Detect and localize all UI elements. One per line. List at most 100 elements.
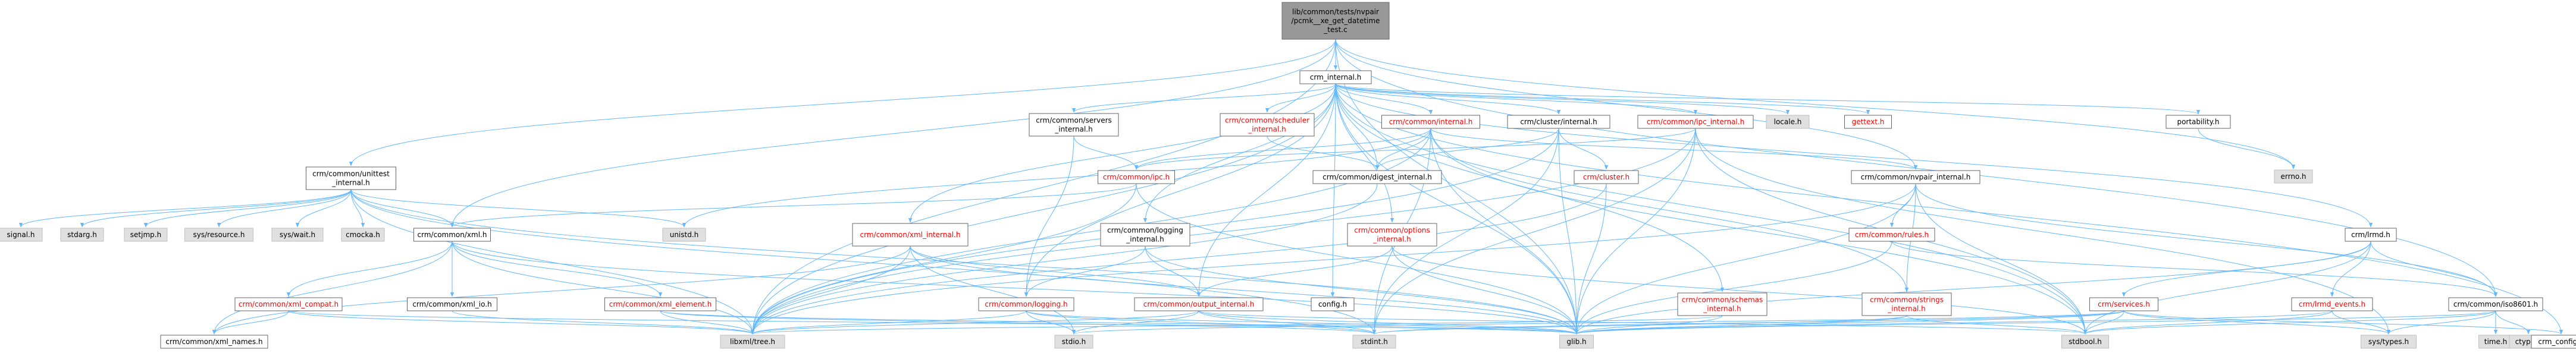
- node-ipc[interactable]: crm/common/ipc.h: [1098, 170, 1175, 184]
- edge-crm_internal-to-xml_internal: [908, 83, 1336, 223]
- node-config[interactable]: config.h: [1311, 297, 1355, 311]
- edge-services-to-crm_config: [2123, 310, 2563, 335]
- node-box-gettext: [1844, 115, 1892, 129]
- node-cmocka[interactable]: cmocka.h: [341, 228, 385, 242]
- node-stdint[interactable]: stdint.h: [1352, 335, 1396, 349]
- edge-crm_internal-to-logging: [1024, 83, 1336, 297]
- node-stdbool[interactable]: stdbool.h: [2061, 335, 2109, 349]
- node-label-xml_internal-0: crm/common/xml_internal.h: [860, 231, 961, 239]
- edge-options_internal-to-glib: [1392, 245, 1579, 335]
- edge-root-to-unittest_internal: [349, 39, 1336, 166]
- edge-xml-to-xml_element: [452, 241, 663, 297]
- node-crm_internal[interactable]: crm_internal.h: [1299, 70, 1372, 84]
- node-cluster_internal[interactable]: crm/cluster/internal.h: [1507, 115, 1610, 129]
- node-label-libxml_tree-0: libxml/tree.h: [730, 338, 775, 346]
- edge-iso8601-to-ctype: [2495, 310, 2531, 335]
- edge-services-to-stdio: [1072, 310, 2124, 335]
- edge-crm_internal-to-output_internal: [1196, 83, 1336, 297]
- node-stdarg[interactable]: stdarg.h: [60, 228, 104, 242]
- node-servers_internal[interactable]: crm/common/servers_internal.h: [1029, 113, 1119, 137]
- edge-unittest_internal-to-libxml_tree: [350, 189, 755, 335]
- node-box-ipc: [1098, 170, 1175, 184]
- edge-crm_internal-to-cluster_internal: [1335, 83, 1561, 115]
- node-locale[interactable]: locale.h: [1766, 115, 1810, 129]
- node-digest_internal[interactable]: crm/common/digest_internal.h: [1312, 170, 1442, 184]
- node-box-common_internal: [1381, 115, 1480, 129]
- node-label-time-0: time.h: [2484, 338, 2508, 346]
- node-output_internal[interactable]: crm/common/output_internal.h: [1134, 297, 1264, 311]
- node-cluster_h[interactable]: crm/cluster.h: [1574, 170, 1639, 184]
- edge-ipc-to-xml: [450, 183, 1137, 228]
- edge-lrmd-to-glib: [1574, 241, 2371, 335]
- node-nvpair_internal[interactable]: crm/common/nvpair_internal.h: [1851, 170, 1980, 184]
- edge-crm_internal-to-common_internal: [1335, 83, 1433, 115]
- node-services[interactable]: crm/services.h: [2089, 297, 2158, 311]
- node-schemas_internal[interactable]: crm/common/schemas_internal.h: [1677, 292, 1768, 316]
- node-box-errno: [2274, 169, 2313, 184]
- node-logging[interactable]: crm/common/logging.h: [978, 297, 1074, 311]
- edge-lrmd-to-stdbool: [2083, 241, 2371, 335]
- node-stdio[interactable]: stdio.h: [1054, 335, 1093, 349]
- node-lrmd[interactable]: crm/lrmd.h: [2345, 228, 2397, 242]
- node-iso8601[interactable]: crm/common/iso8601.h: [2448, 297, 2543, 311]
- edge-xml_element-to-stdint: [660, 310, 1376, 335]
- node-xml_names[interactable]: crm/common/xml_names.h: [160, 335, 268, 349]
- node-systypes[interactable]: sys/types.h: [2361, 335, 2417, 349]
- node-label-errno-0: errno.h: [2281, 172, 2307, 181]
- node-signal[interactable]: signal.h: [0, 228, 43, 242]
- edge-xml_internal-to-glib: [910, 245, 1579, 335]
- edge-iso8601-to-glib: [1575, 310, 2496, 335]
- node-xml_io[interactable]: crm/common/xml_io.h: [407, 297, 497, 311]
- edge-unittest_internal-to-unistd: [350, 189, 687, 228]
- edge-output_internal-to-glib: [1198, 310, 1578, 335]
- node-label-logging_internal-1: _internal.h: [1126, 235, 1164, 244]
- node-glib[interactable]: glib.h: [1559, 335, 1594, 349]
- node-box-syswait: [271, 228, 324, 242]
- node-label-portability-0: portability.h: [2177, 118, 2219, 126]
- node-xml_element[interactable]: crm/common/xml_element.h: [604, 297, 716, 311]
- edge-rules-to-iso8601: [1891, 241, 2498, 297]
- node-logging_internal[interactable]: crm/common/logging_internal.h: [1100, 223, 1190, 247]
- edge-xml_internal-to-stdio: [910, 245, 1076, 335]
- node-scheduler_internal[interactable]: crm/common/scheduler_internal.h: [1220, 113, 1315, 137]
- node-xml[interactable]: crm/common/xml.h: [413, 228, 491, 242]
- node-gettext[interactable]: gettext.h: [1844, 115, 1892, 129]
- edge-logging-to-glib: [1026, 310, 1578, 335]
- node-common_internal[interactable]: crm/common/internal.h: [1381, 115, 1480, 129]
- node-time[interactable]: time.h: [2478, 335, 2513, 349]
- node-unistd[interactable]: unistd.h: [662, 228, 706, 242]
- edge-logging_internal-to-output_internal: [1145, 245, 1201, 297]
- node-label-schemas_internal-0: crm/common/schemas: [1682, 296, 1763, 304]
- node-label-setjmp-0: setjmp.h: [130, 231, 161, 239]
- node-xml_compat[interactable]: crm/common/xml_compat.h: [234, 297, 343, 311]
- node-label-options_internal-0: crm/common/options: [1354, 226, 1430, 235]
- edge-crm_internal-to-schemas_internal: [1335, 83, 1725, 292]
- edge-xml-to-glib: [452, 241, 1579, 335]
- edge-crm_internal-to-glib: [1335, 83, 1579, 335]
- edge-crm_internal-to-options_internal: [1335, 83, 1394, 223]
- node-label-xml_compat-0: crm/common/xml_compat.h: [239, 300, 339, 308]
- node-box-xml_internal: [852, 223, 969, 247]
- node-setjmp[interactable]: setjmp.h: [124, 228, 168, 242]
- node-rules[interactable]: crm/common/rules.h: [1848, 228, 1935, 242]
- node-portability[interactable]: portability.h: [2166, 115, 2231, 129]
- node-sysresource[interactable]: sys/resource.h: [184, 228, 253, 242]
- node-strings_internal[interactable]: crm/common/strings_internal.h: [1862, 292, 1952, 316]
- node-libxml_tree[interactable]: libxml/tree.h: [720, 335, 785, 349]
- node-lrmd_events[interactable]: crm/lrmd_events.h: [2291, 297, 2373, 311]
- edge-options_internal-to-stdbool: [1392, 245, 2088, 335]
- node-root[interactable]: lib/common/tests/nvpair/pcmk__xe_get_dat…: [1281, 2, 1390, 40]
- node-box-glib: [1559, 335, 1594, 349]
- node-box-xml_compat: [234, 297, 343, 311]
- node-errno[interactable]: errno.h: [2274, 169, 2313, 184]
- node-label-stdio-0: stdio.h: [1062, 338, 1086, 346]
- node-unittest_internal[interactable]: crm/common/unittest_internal.h: [306, 166, 396, 190]
- node-ipc_internal[interactable]: crm/common/ipc_internal.h: [1637, 115, 1754, 129]
- edge-crm_internal-to-scheduler_internal: [1265, 83, 1336, 113]
- node-options_internal[interactable]: crm/common/options_internal.h: [1347, 223, 1437, 247]
- node-crm_config[interactable]: crm_config.h: [2531, 335, 2576, 349]
- node-label-output_internal-0: crm/common/output_internal.h: [1143, 300, 1254, 308]
- node-xml_internal[interactable]: crm/common/xml_internal.h: [852, 223, 969, 247]
- node-syswait[interactable]: sys/wait.h: [271, 228, 324, 242]
- node-box-cluster_h: [1574, 170, 1639, 184]
